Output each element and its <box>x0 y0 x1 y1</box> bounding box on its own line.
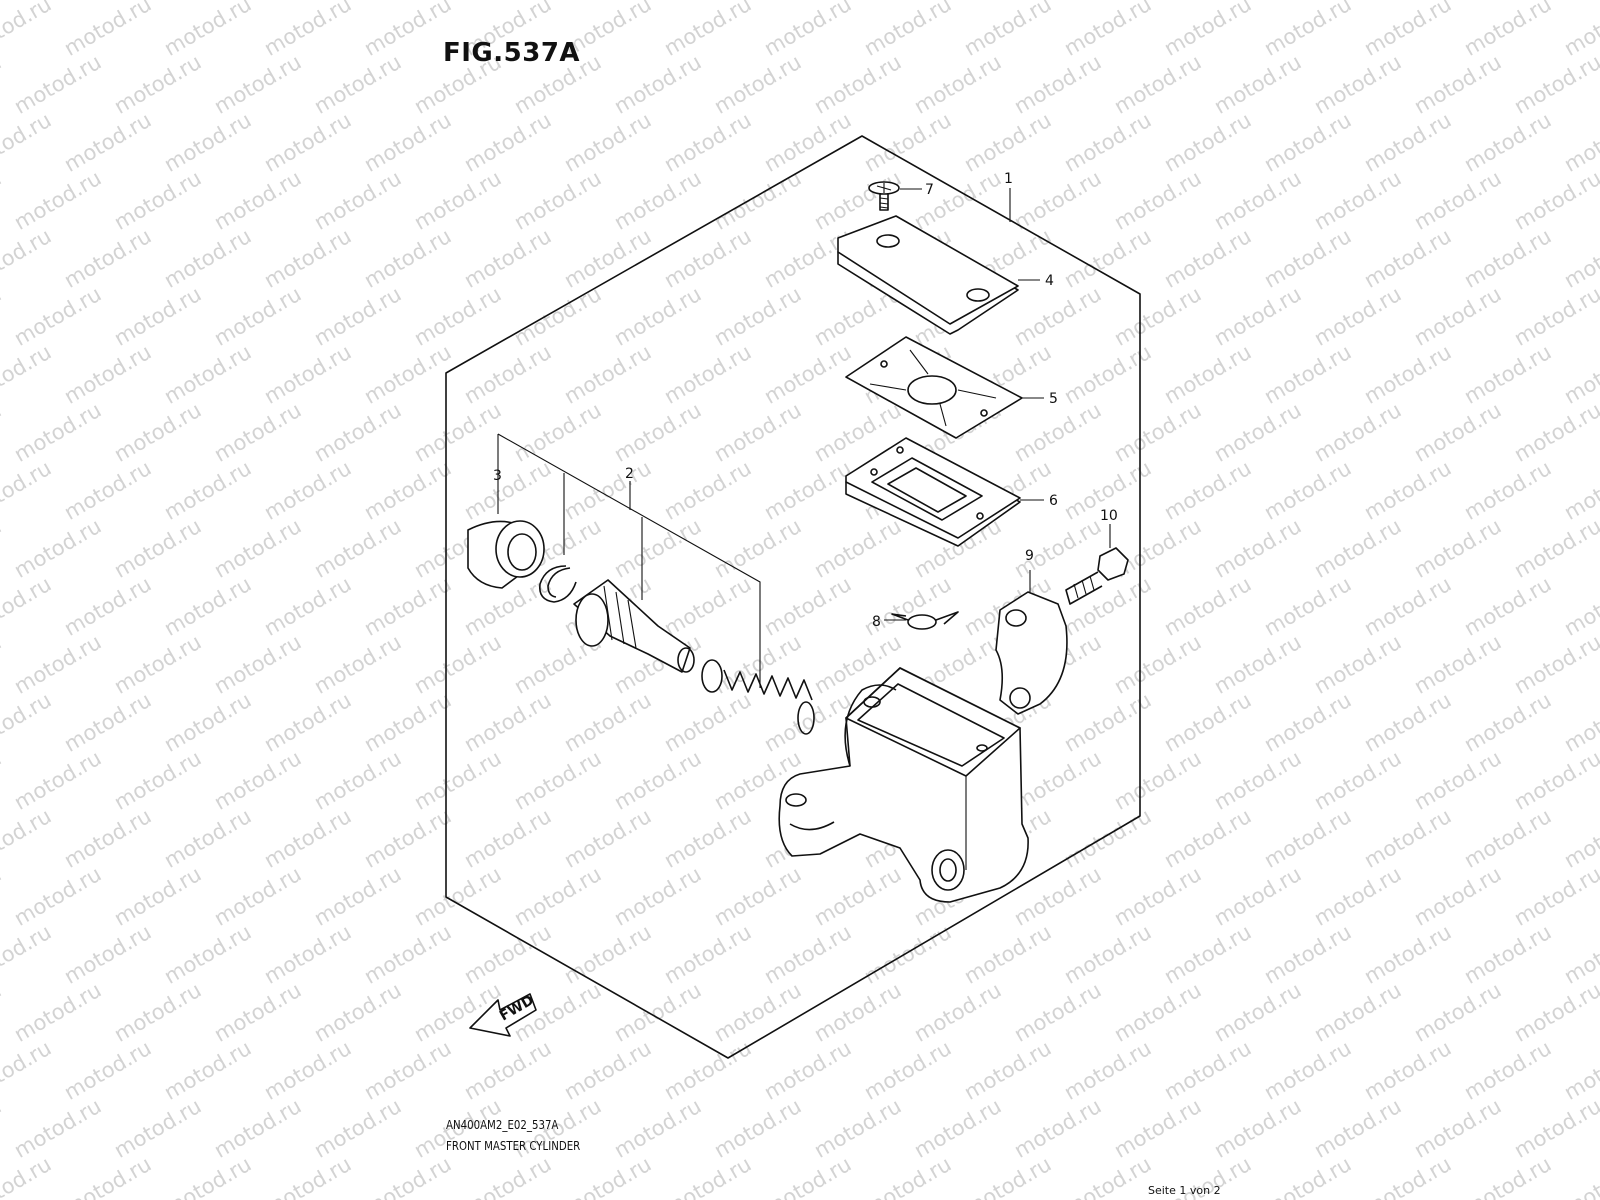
figure-title: FIG.537A <box>443 38 581 68</box>
callout-4: 4 <box>1045 273 1054 289</box>
diagram-caption: FRONT MASTER CYLINDER <box>446 1139 581 1153</box>
callout-bracket <box>497 433 761 688</box>
page-indicator: Seite 1 von 2 <box>1148 1184 1221 1197</box>
callout-9: 9 <box>1025 548 1034 564</box>
part-piston[interactable] <box>573 579 695 673</box>
model-code: AN400AM2_E02_537A <box>446 1118 559 1132</box>
assembly-frame <box>445 135 1141 1059</box>
part-boot-3[interactable] <box>467 520 545 589</box>
part-holder-clamp-9[interactable] <box>995 570 1068 715</box>
callout-1: 1 <box>1004 171 1013 187</box>
part-spring[interactable] <box>701 659 815 735</box>
callout-8: 8 <box>872 614 881 630</box>
part-circlip[interactable] <box>538 565 577 603</box>
fwd-direction-arrow: FWD <box>469 992 537 1037</box>
callout-10: 10 <box>1100 508 1118 524</box>
part-holder-bolt-10[interactable] <box>1065 524 1129 605</box>
callout-7: 7 <box>925 182 934 198</box>
part-cap-screw-7[interactable] <box>868 181 922 211</box>
part-reservoir-cap-4[interactable] <box>837 215 1040 335</box>
callout-2: 2 <box>625 466 634 482</box>
part-cap-plate-5[interactable] <box>845 336 1044 439</box>
callout-6: 6 <box>1049 493 1058 509</box>
part-master-cylinder-body[interactable] <box>778 667 1029 903</box>
part-diaphragm-6[interactable] <box>845 437 1044 547</box>
callout-3: 3 <box>493 468 502 484</box>
callout-5: 5 <box>1049 391 1058 407</box>
part-wing-nut-8[interactable] <box>884 611 959 630</box>
